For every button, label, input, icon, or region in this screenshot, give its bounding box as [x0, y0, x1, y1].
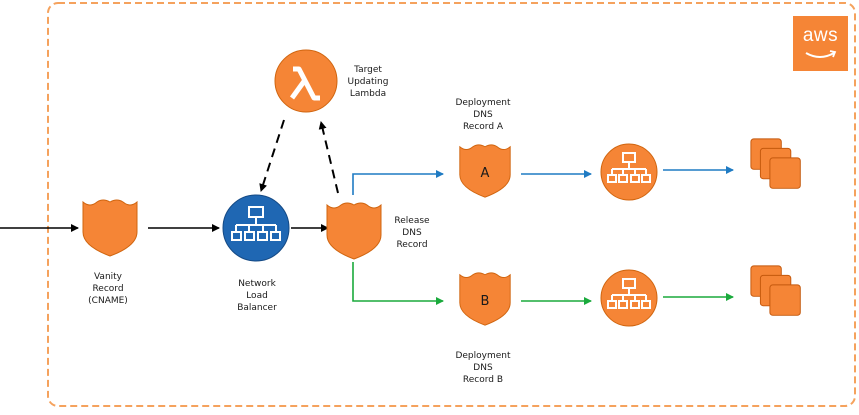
nlb-label: Network Load Balancer: [237, 279, 277, 313]
deployment-a-label: Deployment DNS Record A: [455, 98, 511, 132]
lambda-label: Target Updating Lambda: [347, 65, 389, 99]
aws-smile-icon: [805, 50, 837, 58]
load-balancer-icon: [600, 269, 658, 327]
ec2-instances-icon: [750, 138, 801, 189]
aws-logo: aws: [793, 16, 848, 71]
release-record-label: Release DNS Record: [394, 216, 430, 250]
arrow-release-to-b: [352, 262, 444, 305]
vanity-record-label: Vanity Record (CNAME): [88, 272, 128, 306]
deployment-b-label: Deployment DNS Record B: [455, 351, 511, 385]
ec2-instances-icon: [750, 265, 801, 316]
arrow-lambda-to-nlb: [259, 119, 285, 192]
account-boundary: [47, 2, 856, 407]
aws-logo-text: aws: [802, 25, 839, 46]
badge-a: A: [481, 166, 490, 181]
arrow-release-to-lambda: [318, 121, 339, 194]
lambda-icon: [274, 49, 338, 113]
load-balancer-icon: [600, 143, 658, 201]
badge-b: B: [481, 294, 490, 309]
route53-hosted-zone-icon: [326, 202, 382, 260]
network-load-balancer-icon: [222, 194, 290, 262]
route53-hosted-zone-icon: [82, 199, 138, 257]
arrow-release-to-a: [352, 170, 444, 195]
